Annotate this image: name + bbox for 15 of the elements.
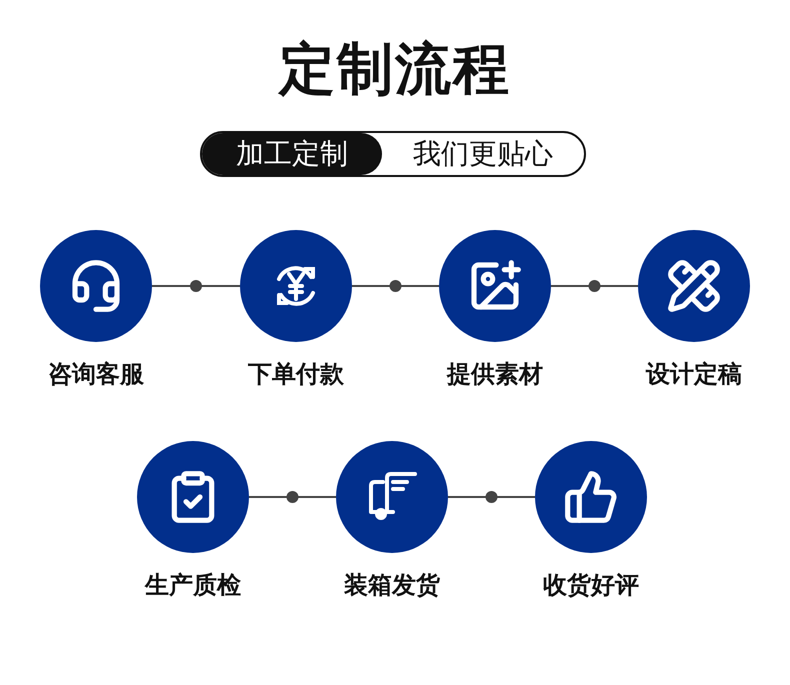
tagline-text: 我们更贴心	[412, 136, 554, 172]
step-label: 设计定稿	[646, 359, 742, 390]
title: 定制流程	[279, 38, 511, 102]
connector-line	[448, 491, 535, 503]
tagline-highlight: 加工定制	[202, 133, 382, 175]
connector-line	[249, 491, 336, 503]
step-label: 收货好评	[543, 570, 639, 601]
connector-line	[152, 280, 240, 292]
connector-line	[551, 280, 638, 292]
step-label: 生产质检	[145, 570, 241, 601]
step-label: 提供素材	[447, 359, 543, 390]
step-label: 咨询客服	[48, 359, 144, 390]
step-label: 下单付款	[248, 359, 344, 390]
step-label: 装箱发货	[344, 570, 440, 601]
connector-line	[352, 280, 439, 292]
